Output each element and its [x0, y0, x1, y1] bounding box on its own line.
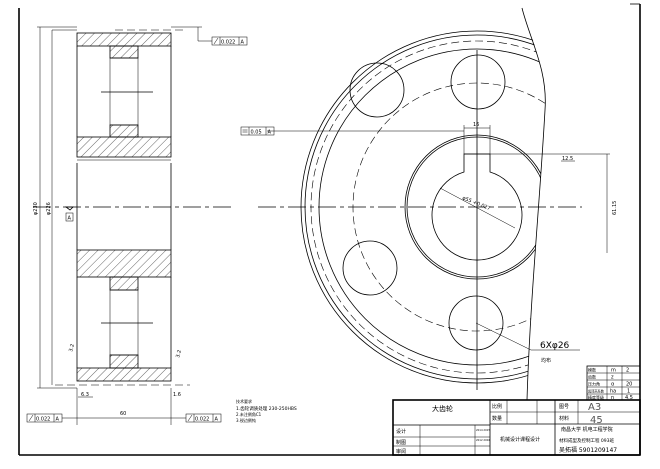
lightening-holes [342, 54, 506, 351]
param-row: 精度等级 n 4.5 [588, 394, 633, 401]
tech-note-3: 3.锐边倒钝 [236, 417, 256, 423]
symmetry-tolerance: 0.05 A [240, 126, 275, 136]
holes-note: 均布 [541, 357, 551, 364]
param-row: 齿顶高系数 ha 1 [588, 389, 630, 395]
symmetry-value: 0.05 [251, 130, 262, 136]
draw-label: 制图 [396, 439, 406, 446]
param-label: 精度等级 [588, 394, 604, 400]
param-row: 压力角 α 20 [588, 381, 632, 388]
param-symbol: α [611, 382, 615, 388]
right-end-view: φ55 +0.027 16 61.15 12.5 0.05 A 6Xφ26 均布 [240, 7, 618, 401]
runout-bl-datum: A [56, 417, 60, 423]
bore-dimension: φ55 +0.027 [461, 195, 491, 212]
dim-outer-diameter: φ230 [33, 202, 39, 215]
gear-parameter-table: 模数 m 2 齿数 z 压力角 α 20 齿顶高系数 ha 1 精度等级 n 4.5 [586, 365, 641, 401]
symmetry-datum: A [268, 130, 272, 136]
runout-bl-value: 0.022 [36, 417, 50, 423]
param-symbol: m [611, 368, 616, 374]
holes-callout: 6Xφ26 [540, 341, 570, 351]
design-label: 设计 [396, 428, 406, 435]
technical-requirements: 技术要求 1.齿轮调质处理 230-250HBS 2.未注倒角C1 3.锐边倒钝 [236, 398, 297, 423]
datum-a-label: A [68, 216, 72, 222]
param-value: 2 [626, 368, 629, 374]
course-name: 机械设计课程设计 [500, 436, 540, 443]
drawing-no-label: 图号 [559, 404, 569, 410]
runout-top-datum: A [241, 40, 245, 46]
param-symbol: ha [610, 389, 616, 395]
roughness-left: 3.2 [68, 343, 76, 352]
dim-face-width: 60 [120, 411, 126, 417]
param-value: 4.5 [625, 395, 633, 401]
student-name-id: 吴拓福 5901209147 [559, 446, 617, 454]
drawing-frame [18, 3, 641, 456]
param-label: 模数 [588, 367, 596, 373]
param-row: 模数 m 2 [588, 367, 629, 374]
param-value: 1 [627, 389, 630, 395]
tech-notes-title: 技术要求 [236, 398, 252, 404]
runout-br-datum: A [215, 417, 219, 423]
param-label: 压力角 [588, 381, 600, 387]
keyway-width-dim: 16 [473, 122, 479, 128]
school-name: 南昌大学 机电工程学院 [561, 426, 613, 433]
param-symbol: n [611, 395, 614, 401]
qty-label: 数量 [492, 415, 502, 422]
left-section-view: φ230 φ226 A 3.2 3.2 60 6.3 1.6 0.022 A 0… [26, 26, 248, 425]
part-name: 大齿轮 [432, 404, 453, 413]
runout-tolerance-top: 0.022 A [211, 36, 248, 46]
tech-note-2: 2.未注倒角C1 [236, 411, 262, 417]
material-label: 材料 [559, 415, 569, 422]
param-value: 20 [626, 382, 632, 388]
class-name: 材料成型及控制工程 093班 [559, 437, 615, 444]
design-date: 2014 2015 [476, 428, 490, 432]
review-label: 审阅 [396, 448, 406, 455]
tech-note-1: 1.齿轮调质处理 230-250HBS [236, 405, 297, 412]
title-block: 大齿轮 比例 数量 图号 A3 材料 45 设计 制图 审阅 2014 2015… [392, 399, 641, 456]
runout-tolerance-bottom-left: 0.022 A [26, 413, 77, 423]
drawing-no: A3 [588, 402, 601, 413]
roughness-bottom-right: 1.6 [173, 392, 181, 398]
param-symbol: z [611, 375, 614, 381]
runout-tolerance-bottom-right: 0.022 A [171, 413, 222, 423]
roughness-right: 3.2 [175, 349, 183, 358]
roughness-keyway: 12.5 [562, 156, 573, 162]
dim-root-diameter: φ226 [46, 202, 52, 215]
scale-label: 比例 [492, 403, 502, 410]
runout-top-value: 0.022 [221, 40, 235, 46]
keyway-depth-dim: 61.15 [612, 201, 618, 215]
runout-br-value: 0.022 [195, 417, 209, 423]
roughness-bottom-left: 6.3 [81, 392, 89, 398]
draw-date: 2012 2004 [476, 438, 490, 442]
param-row: 齿数 z [588, 374, 614, 381]
param-label: 齿顶高系数 [588, 389, 605, 394]
param-label: 齿数 [588, 374, 596, 380]
material: 45 [590, 415, 603, 426]
